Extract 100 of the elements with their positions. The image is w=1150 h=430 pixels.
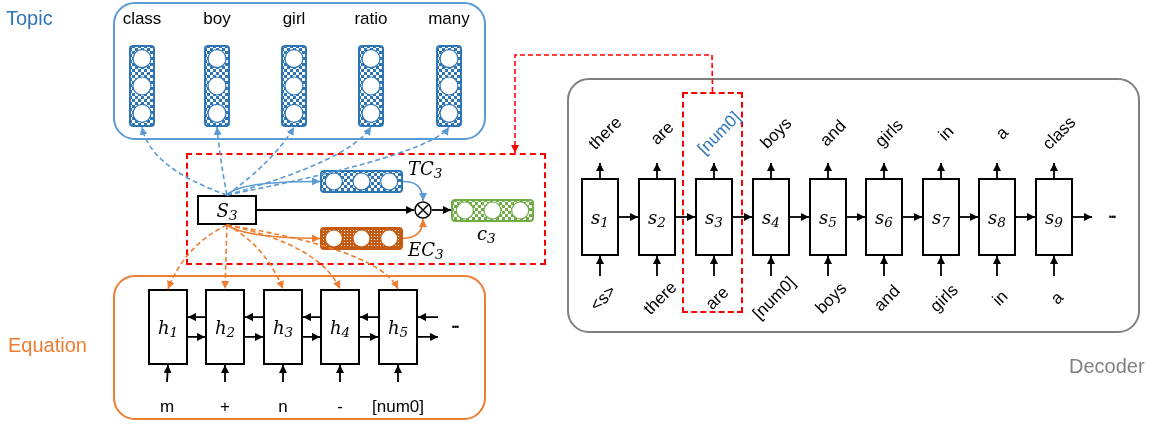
arrow <box>244 313 264 322</box>
arrow <box>187 313 206 322</box>
arrow <box>394 364 402 383</box>
panel-title: Topic <box>6 8 53 28</box>
state-box: s$_{6}$ <box>865 178 903 256</box>
arrow <box>596 255 604 277</box>
word-label: girls <box>926 280 962 316</box>
dashed-arrow <box>213 126 228 196</box>
arrow <box>824 255 832 277</box>
dashed-arrow <box>226 224 284 290</box>
state-box: s$_{7}$ <box>922 178 960 256</box>
arrow <box>402 180 427 202</box>
arrow <box>937 255 945 277</box>
state-box: s$_{9}$ <box>1035 178 1073 256</box>
arrow <box>618 213 639 221</box>
arrow <box>359 332 379 341</box>
arrow <box>187 332 206 341</box>
panel-title: Decoder <box>1069 356 1145 376</box>
state-box: s$_{8}$ <box>978 178 1016 256</box>
dashed-arrow <box>226 224 399 290</box>
word-label: - <box>337 397 343 415</box>
arrow <box>256 206 415 214</box>
arrow <box>226 177 321 196</box>
dashed-arrow <box>140 126 228 196</box>
arrow <box>993 255 1001 277</box>
word-label: in <box>989 287 1011 309</box>
arrow <box>1050 162 1058 179</box>
arrow <box>1015 213 1036 221</box>
word-label: a <box>992 123 1012 143</box>
arrow <box>789 213 810 221</box>
word-label: <s> <box>586 281 620 315</box>
arrow <box>710 255 718 277</box>
arrow <box>846 213 866 221</box>
arrow <box>221 364 229 383</box>
arrow <box>359 313 379 322</box>
state-box: s$_{4}$ <box>752 178 790 256</box>
word-label: + <box>220 397 230 415</box>
arrow <box>163 364 172 383</box>
state-box: h$_{1}$ <box>148 289 188 365</box>
word-label: are <box>702 283 732 313</box>
state-box: S$_{3}$ <box>197 195 257 225</box>
arrow <box>302 332 321 341</box>
arrow <box>244 332 264 341</box>
arrow <box>417 332 439 341</box>
dashed-arrow <box>226 126 450 196</box>
word-label: are <box>647 118 677 148</box>
state-box: h$_{2}$ <box>205 289 245 365</box>
ellipsis-mark: ••• <box>451 322 459 332</box>
dashed-arrow <box>221 224 230 290</box>
dashed-arrow <box>167 224 228 290</box>
arrow <box>710 162 718 179</box>
word-label: boy <box>203 10 231 30</box>
word-label: many <box>428 10 470 30</box>
word-label: class <box>122 10 162 30</box>
arrow <box>1050 255 1058 277</box>
word-label: n <box>278 397 288 415</box>
state-box: s$_{1}$ <box>581 178 619 256</box>
arrow <box>732 213 753 221</box>
state-box: s$_{5}$ <box>809 178 847 256</box>
state-box: h$_{5}$ <box>378 289 418 365</box>
word-label: girl <box>282 10 306 30</box>
arrow <box>880 255 888 277</box>
panel-title: Equation <box>8 335 87 355</box>
arrow <box>675 213 696 221</box>
word-label: a <box>1047 288 1067 308</box>
arrow <box>767 255 775 277</box>
arrow <box>1072 213 1093 221</box>
arrow <box>402 218 427 240</box>
vector-label: EC$_{3}$ <box>408 241 444 259</box>
arrow <box>902 213 923 221</box>
arrow <box>880 162 888 179</box>
word-label: in <box>935 122 957 144</box>
vector-label: TC$_{3}$ <box>408 160 443 178</box>
word-label: ratio <box>354 10 388 30</box>
dashed-arrow <box>511 54 714 154</box>
state-box: s$_{2}$ <box>638 178 676 256</box>
attention-box <box>186 153 546 265</box>
arrow <box>767 162 775 179</box>
arrow <box>937 162 945 179</box>
arrow <box>653 162 661 179</box>
ellipsis-mark: ••• <box>1108 212 1116 222</box>
arrow <box>824 162 832 179</box>
arrow <box>417 313 439 322</box>
arrow <box>993 162 1001 179</box>
vector-label: c$_{3}$ <box>477 225 496 243</box>
state-box: s$_{3}$ <box>695 178 733 256</box>
word-label: m <box>159 397 175 415</box>
arrow <box>653 255 661 277</box>
word-label: girls <box>871 115 907 151</box>
state-box: h$_{3}$ <box>263 289 303 365</box>
highlight-box <box>682 92 743 313</box>
word-label: and <box>816 116 850 150</box>
arrow <box>959 213 979 221</box>
arrow <box>596 162 604 179</box>
arrow <box>336 364 344 383</box>
arrow <box>431 206 452 214</box>
arrow <box>279 364 287 383</box>
word-label: [num0] <box>372 397 424 415</box>
state-box: h$_{4}$ <box>320 289 360 365</box>
arrow <box>302 313 321 322</box>
